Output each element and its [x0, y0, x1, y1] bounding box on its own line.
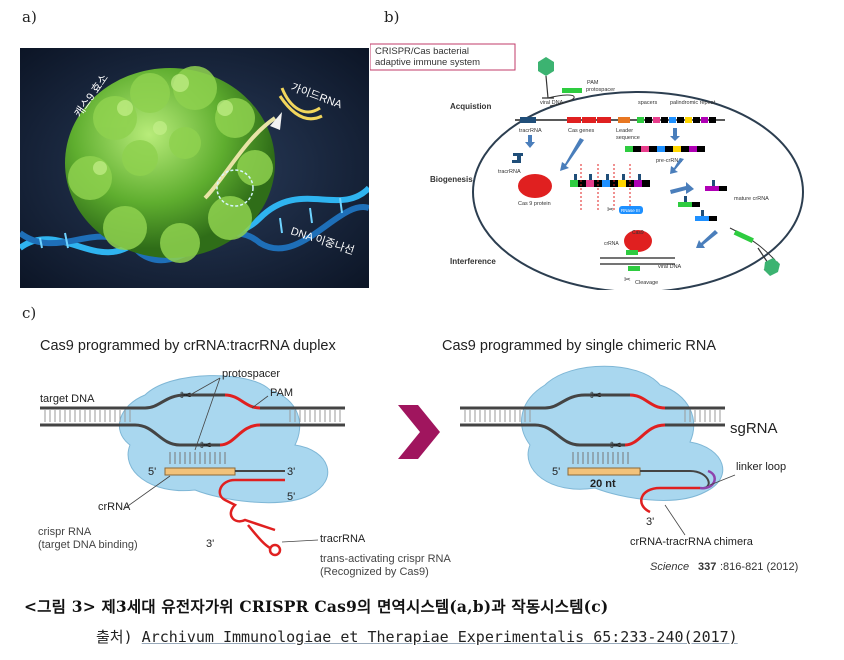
panel-a-cas9-illustration: 캐스9 효소 가이드RNA DNA 이중나선	[20, 48, 369, 288]
citation-pages-year: :816-821 (2012)	[720, 561, 798, 573]
label-crrna-b: crRNA	[604, 241, 619, 247]
label-target-dna-binding: (target DNA binding)	[38, 539, 138, 551]
label-3prime-a: 3'	[287, 466, 295, 478]
label-5prime-a: 5'	[148, 466, 156, 478]
tracrrna-leader-line	[282, 540, 318, 542]
scissors-icon: ✂	[607, 205, 614, 214]
label-cas9-b: Cas9	[632, 230, 644, 236]
figure-source: 출처) Archivum Immunologiae et Therapiae E…	[96, 626, 738, 647]
label-leader: Leader	[616, 128, 633, 134]
label-spacers: spacers	[638, 100, 658, 106]
scissors-icon-c3: ✂	[590, 387, 602, 403]
label-cas-genes: Cas genes	[568, 128, 595, 134]
label-recognized-by-cas9: (Recognized by Cas9)	[320, 566, 429, 578]
panel-c-cas9-programming-diagram: Cas9 programmed by crRNA:tracrRNA duplex…	[20, 330, 840, 585]
panel-b-crispr-diagram: CRISPR/Cas bacterial adaptive immune sys…	[370, 40, 810, 290]
scissors-icon-c1: ✂	[180, 387, 192, 403]
label-leader-sequence: sequence	[616, 135, 640, 141]
stage-acquisition: Acquistion	[450, 102, 491, 111]
title-line-2: adaptive immune system	[375, 57, 480, 68]
label-5prime-b: 5'	[287, 491, 295, 503]
label-target-dna: target DNA	[40, 393, 95, 405]
label-mature-crrna: mature crRNA	[734, 196, 769, 202]
label-3prime-c: 3'	[646, 516, 654, 528]
source-citation: Archivum Immunologiae et Therapiae Exper…	[142, 628, 738, 646]
label-palindromic: palindromic repeat	[670, 100, 716, 106]
label-cas9-protein: Cas 9 protein	[518, 201, 551, 207]
label-tracrrna-b: tracrRNA	[519, 128, 542, 134]
pre-crrna-graphic	[625, 146, 705, 152]
source-prefix: 출처)	[96, 628, 142, 646]
label-viral-dna-b: viral DNA	[540, 100, 564, 106]
label-20nt: 20 nt	[590, 478, 616, 490]
label-trans-activating: trans-activating crispr RNA	[320, 553, 451, 565]
label-sgrna: sgRNA	[730, 420, 778, 437]
scissors-icon-c4: ✂	[610, 437, 622, 453]
stage-interference: Interference	[450, 257, 496, 266]
right-cas9-complex: ✂ ✂	[460, 366, 735, 535]
label-crrna-tracrrna-chimera: crRNA-tracrRNA chimera	[630, 536, 754, 548]
label-protospacer-c: protospacer	[222, 368, 280, 380]
label-crispr-rna: crispr RNA	[38, 526, 92, 538]
scissors-icon-c2: ✂	[200, 437, 212, 453]
cas9-protein-blob	[518, 174, 552, 198]
label-viral-dna-b2: viral DNA	[658, 264, 682, 270]
label-cleavage: Cleavage	[635, 280, 658, 286]
label-5prime-c: 5'	[552, 466, 560, 478]
label-tracrrna-b2: tracrRNA	[498, 169, 521, 175]
label-protospacer-b: protospacer	[586, 87, 615, 93]
transition-arrow-icon	[398, 405, 440, 459]
label-tracrrna-c: tracrRNA	[320, 533, 366, 545]
label-rnase-iii: RNase III	[621, 208, 640, 213]
stage-biogenesis: Biogenesis	[430, 175, 473, 184]
left-diagram-title: Cas9 programmed by crRNA:tracrRNA duplex	[40, 338, 336, 354]
citation-journal: Science	[650, 561, 689, 573]
label-3prime-b: 3'	[206, 538, 214, 550]
panel-b-label: b)	[384, 8, 399, 26]
label-pam-c: PAM	[270, 387, 293, 399]
panel-a-label: a)	[22, 8, 37, 26]
figure-caption: <그림 3> 제3세대 유전자가위 CRISPR Cas9의 면역시스템(a,b…	[24, 595, 608, 617]
citation-volume: 337	[698, 561, 716, 573]
right-diagram-title: Cas9 programmed by single chimeric RNA	[442, 338, 716, 354]
label-linker-loop: linker loop	[736, 461, 786, 473]
title-line-1: CRISPR/Cas bacterial	[375, 46, 469, 57]
label-pam-b: PAM	[587, 80, 599, 86]
scissors-icon-2: ✂	[624, 275, 631, 284]
panel-c-label: c)	[22, 304, 36, 322]
